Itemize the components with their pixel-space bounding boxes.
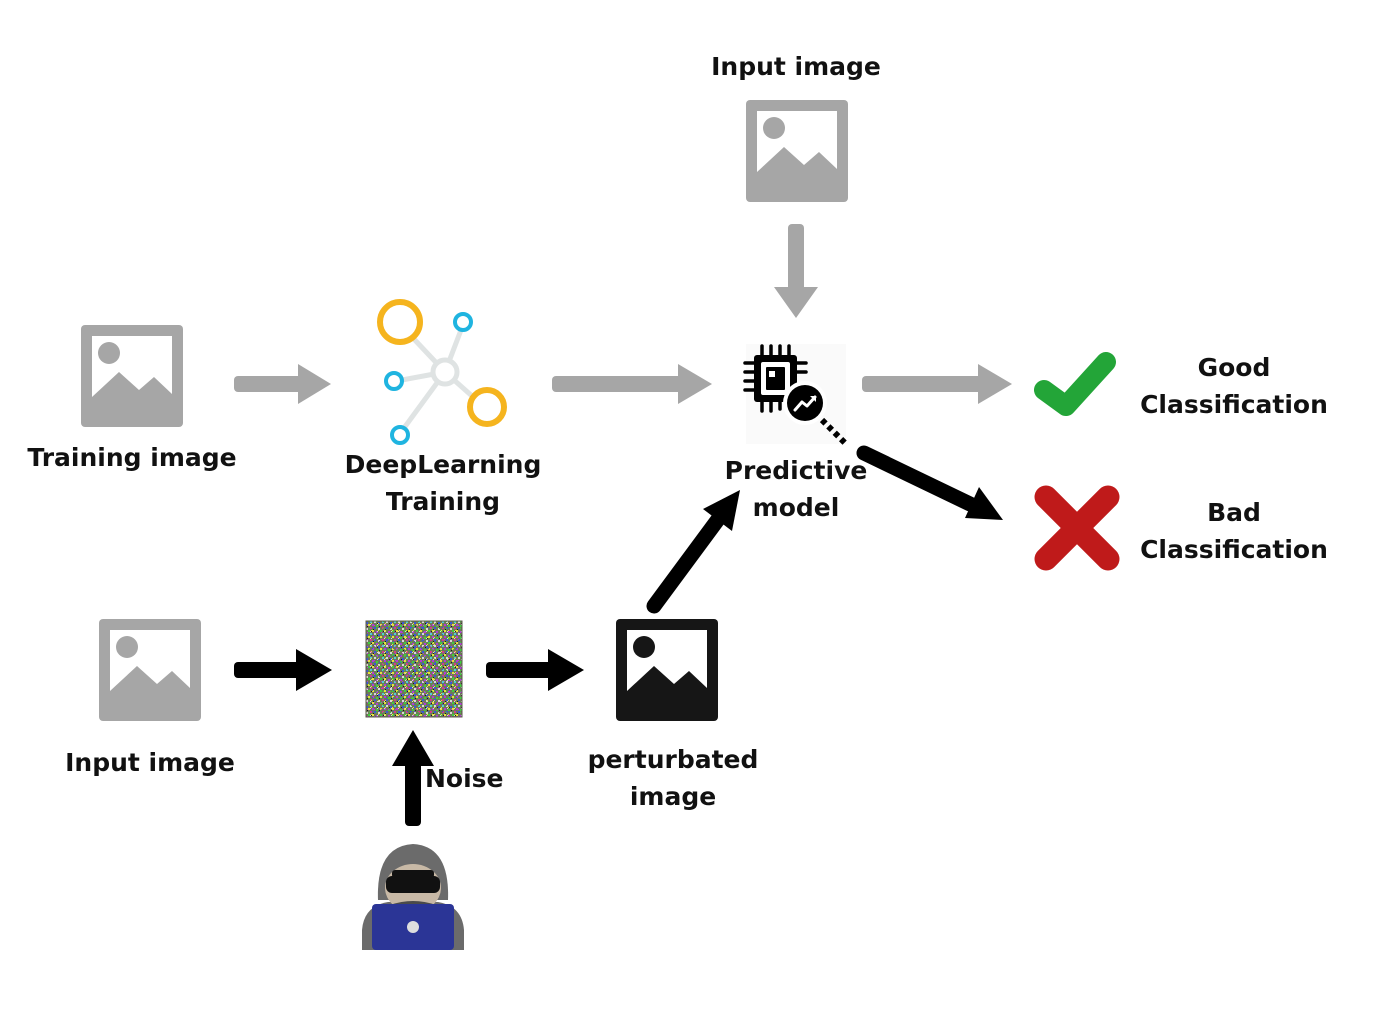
dl-training-line-2: Training <box>385 487 501 516</box>
good-classification-label: Good Classification <box>1134 349 1334 423</box>
arrow-top-input-to-model <box>774 224 818 318</box>
perturbated-image-label: perturbated image <box>568 741 778 815</box>
ai-chip-analytics-icon <box>743 344 849 447</box>
good-line-2: Classification <box>1140 390 1328 419</box>
perturbated-line-1: perturbated <box>587 745 759 774</box>
arrow-training-image-to-training <box>234 364 331 404</box>
training-image-icon <box>81 325 183 427</box>
neural-network-icon <box>377 299 507 445</box>
good-line-1: Good <box>1197 353 1271 382</box>
noise-pattern-icon <box>365 620 463 718</box>
bad-line-1: Bad <box>1207 498 1261 527</box>
arrow-model-to-bad <box>856 445 1003 520</box>
noise-label: Noise <box>425 760 505 797</box>
top-input-label-text: Input image <box>711 52 881 81</box>
bad-line-2: Classification <box>1140 535 1328 564</box>
perturbated-image-icon <box>616 619 718 721</box>
training-image-label-text: Training image <box>27 443 237 472</box>
dl-training-label: DeepLearning Training <box>333 446 553 520</box>
arrow-input-to-noise <box>234 649 332 691</box>
dl-training-line-1: DeepLearning <box>344 450 542 479</box>
predictive-model-line-2: model <box>752 493 840 522</box>
training-image-label: Training image <box>22 439 242 476</box>
top-input-label: Input image <box>696 48 896 85</box>
cross-mark-icon <box>1034 485 1120 571</box>
noise-label-text: Noise <box>425 764 504 793</box>
arrow-perturbated-to-model <box>646 490 740 614</box>
predictive-model-line-1: Predictive <box>724 456 868 485</box>
arrow-attacker-to-noise <box>392 730 434 826</box>
bottom-input-label-text: Input image <box>65 748 235 777</box>
bottom-input-image-icon <box>99 619 201 721</box>
perturbated-line-2: image <box>629 782 717 811</box>
top-input-image-icon <box>746 100 848 202</box>
arrow-training-to-model <box>552 364 712 404</box>
arrow-model-to-good <box>862 364 1012 404</box>
bottom-input-label: Input image <box>50 744 250 781</box>
predictive-model-label: Predictive model <box>706 452 886 526</box>
hacker-icon <box>362 844 464 950</box>
arrow-noise-to-perturbated <box>486 649 584 691</box>
bad-classification-label: Bad Classification <box>1134 494 1334 568</box>
check-mark-icon <box>1034 352 1116 416</box>
